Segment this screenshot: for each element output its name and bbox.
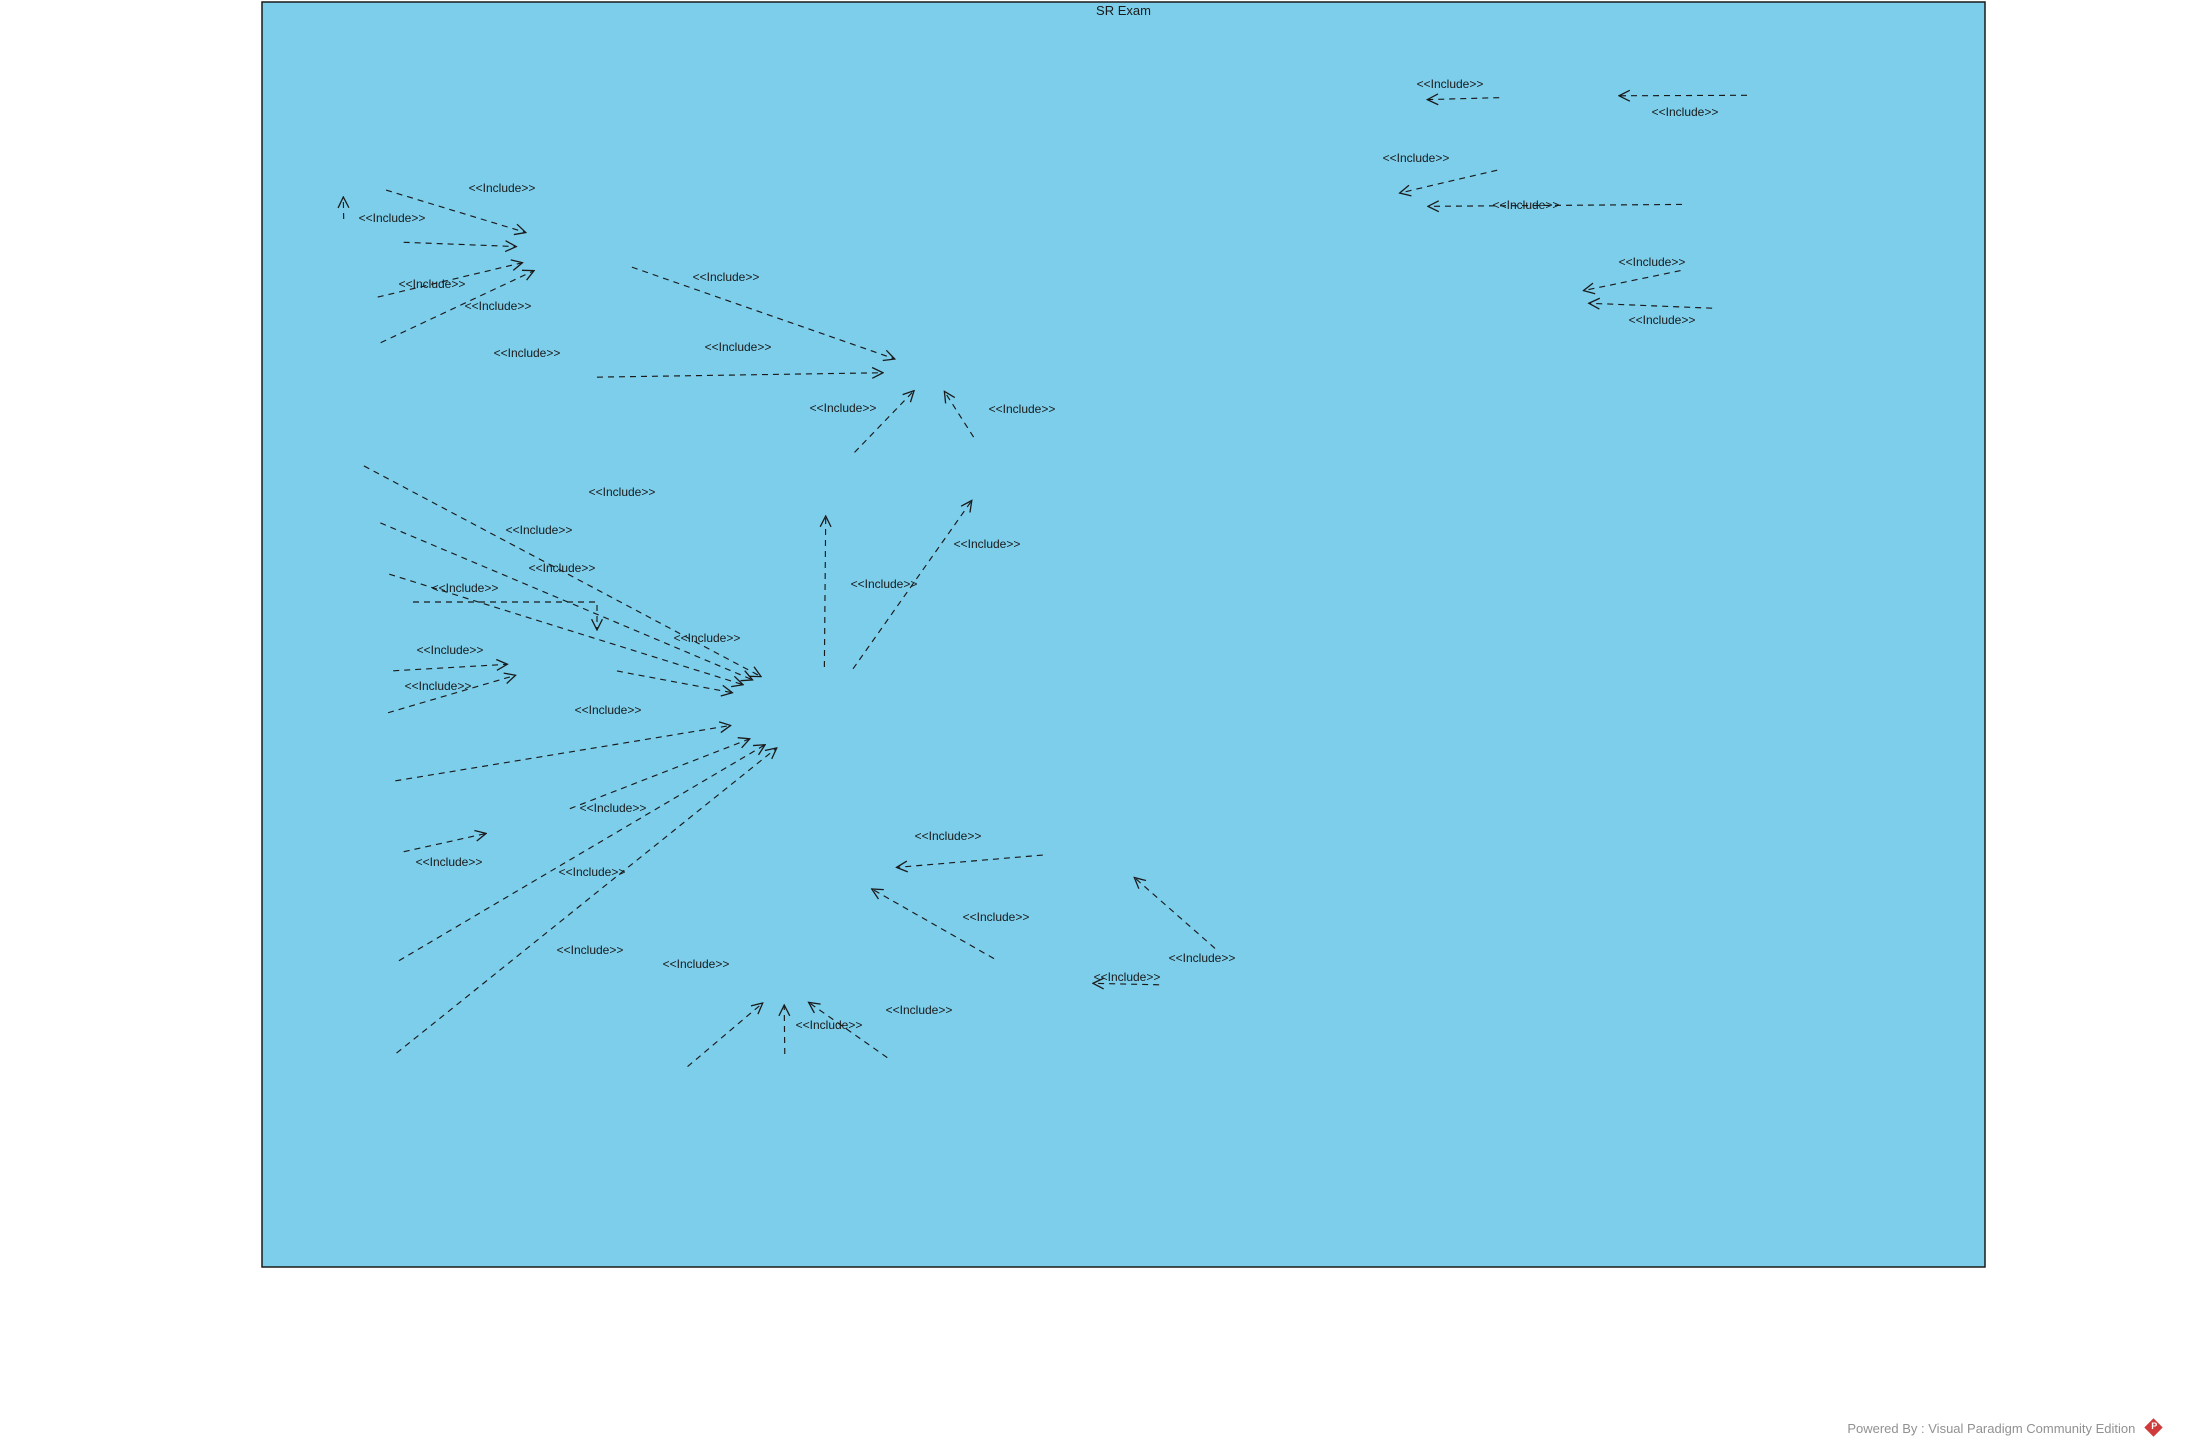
powered-by-footer: Powered By : Visual Paradigm Community E… [1600,1418,2163,1437]
include-edge [784,1005,785,1055]
include-edge [1093,983,1160,984]
include-edge [403,242,517,246]
include-label: <<Include>> [1094,970,1161,984]
include-label: <<Include>> [529,561,596,575]
include-edge [616,670,732,693]
include-label: <<Include>> [693,270,760,284]
include-label: <<Include>> [1417,77,1484,91]
include-label: <<Include>> [886,1003,953,1017]
include-label: <<Include>> [580,801,647,815]
include-label: <<Include>> [494,346,561,360]
include-label: <<Include>> [989,402,1056,416]
include-label: <<Include>> [589,485,656,499]
include-label: <<Include>> [575,703,642,717]
include-edge [1134,877,1216,949]
include-label: <<Include>> [506,523,573,537]
include-edge [1428,204,1683,206]
include-label: <<Include>> [465,299,532,313]
include-label: <<Include>> [416,855,483,869]
include-edge [944,391,975,438]
footer-text: Powered By : Visual Paradigm Community E… [1847,1421,2136,1436]
include-label: <<Include>> [432,581,499,595]
include-label: <<Include>> [1169,951,1236,965]
include-edge [897,854,1043,867]
include-edge [824,516,825,668]
include-label: <<Include>> [954,537,1021,551]
include-label: <<Include>> [469,181,536,195]
include-label: <<Include>> [915,829,982,843]
include-edge [398,745,765,962]
include-label: <<Include>> [1652,105,1719,119]
include-edge [852,500,972,670]
include-edge [596,373,883,377]
include-label: <<Include>> [417,643,484,657]
include-edge [385,189,526,232]
include-edge [396,748,777,1054]
include-edge [1400,169,1498,193]
include-edge [854,391,915,453]
include-label: <<Include>> [705,340,772,354]
include-edge [413,601,597,630]
include-edge [809,1002,888,1059]
include-label: <<Include>> [1619,255,1686,269]
include-label: <<Include>> [674,631,741,645]
include-edge [387,675,516,714]
include-edge [380,522,752,680]
include-edge [389,573,743,685]
include-edge [1589,303,1713,308]
system-boundary[interactable] [261,1,1986,1268]
include-edge [403,833,486,853]
include-label: <<Include>> [796,1018,863,1032]
include-label: <<Include>> [1629,313,1696,327]
include-edge [363,465,761,677]
include-label: <<Include>> [359,211,426,225]
include-label: <<Include>> [559,865,626,879]
include-edge [687,1003,763,1068]
visual-paradigm-logo-icon: P [2144,1418,2163,1437]
include-edge [872,889,995,960]
include-label: <<Include>> [663,957,730,971]
include-edge [1427,98,1500,100]
include-edge [1583,270,1681,291]
include-label: <<Include>> [1493,198,1560,212]
include-edge [393,664,507,672]
include-label: <<Include>> [557,943,624,957]
include-label: <<Include>> [1383,151,1450,165]
include-edge [395,725,730,782]
system-boundary-title: SR Exam [1096,3,1151,18]
include-label: <<Include>> [851,577,918,591]
include-edge [377,263,523,298]
include-label: <<Include>> [810,401,877,415]
include-label: <<Include>> [405,679,472,693]
include-label: <<Include>> [963,910,1030,924]
include-edge [631,266,895,359]
